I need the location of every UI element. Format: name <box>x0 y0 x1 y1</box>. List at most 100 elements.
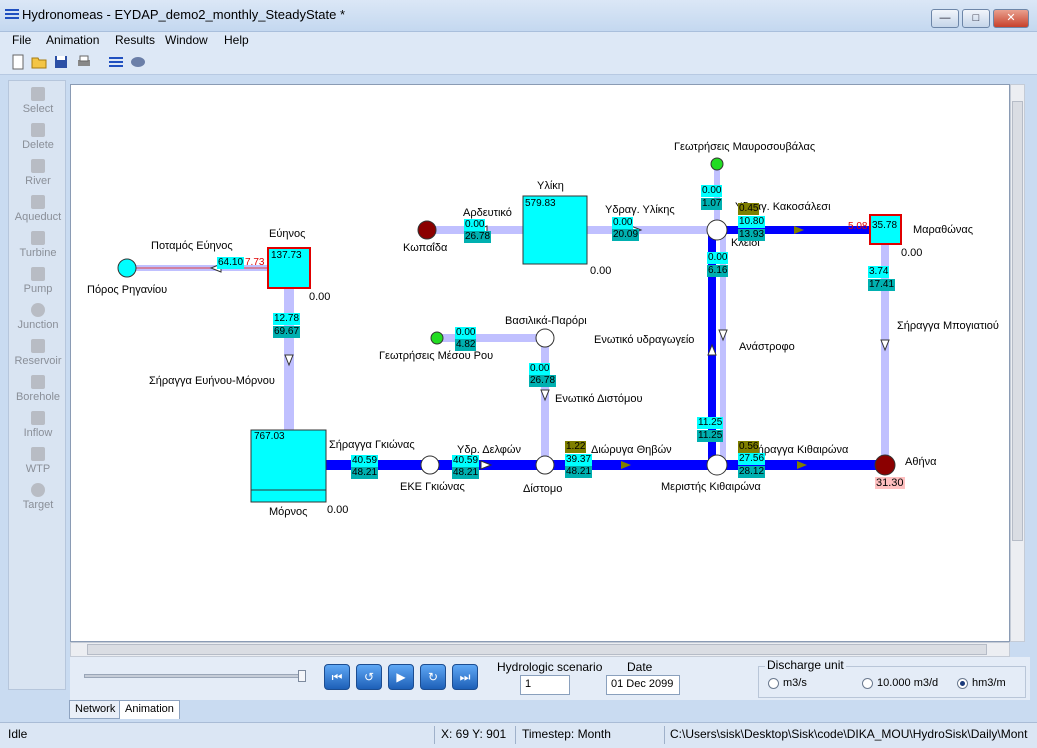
toolbar <box>0 50 1037 75</box>
play-button[interactable]: ▶ <box>388 664 414 690</box>
val-ydyl-a: 0.00 <box>612 217 634 229</box>
node-kleidi[interactable] <box>706 219 728 241</box>
brain-icon[interactable] <box>130 54 146 70</box>
first-button[interactable]: ⏮ <box>324 664 350 690</box>
val-mar-red: 5.08 <box>848 221 868 232</box>
vertical-scrollbar[interactable] <box>1010 84 1025 642</box>
minimize-button[interactable]: — <box>931 9 959 28</box>
node-meristis[interactable] <box>706 454 728 476</box>
val-distomo-b: 26.78 <box>529 375 557 387</box>
tool-palette: Select Delete River Aqueduct Turbine Pum… <box>8 80 66 690</box>
network-icon[interactable] <box>108 54 124 70</box>
date-input[interactable]: 01 Dec 2099 <box>606 675 680 695</box>
label-yliki: Υλίκη <box>537 180 564 192</box>
tool-junction[interactable]: Junction <box>9 299 67 335</box>
radio-m3s[interactable] <box>768 678 779 689</box>
val-mornos-store: 767.03 <box>253 431 286 443</box>
scenario-label: Hydrologic scenario <box>497 660 603 674</box>
label-marathonas: Μαραθώνας <box>913 224 974 236</box>
tool-inflow[interactable]: Inflow <box>9 407 67 443</box>
vertical-scroll-thumb[interactable] <box>1012 101 1023 541</box>
val-mar-spill: 0.00 <box>901 247 923 259</box>
tool-junction-label: Junction <box>17 319 59 331</box>
label-poros: Πόρος Ρηγανίου <box>87 284 168 296</box>
val-gkiona-a: 40.59 <box>351 455 379 467</box>
node-poros-riganiou[interactable] <box>117 258 137 278</box>
scenario-input[interactable]: 1 <box>520 675 570 695</box>
menu-animation[interactable]: Animation <box>46 33 100 47</box>
menu-file[interactable]: File <box>12 33 32 47</box>
borehole-icon <box>31 375 45 389</box>
val-mpog-b: 17.41 <box>868 279 896 291</box>
tool-aqueduct[interactable]: Aqueduct <box>9 191 67 227</box>
network-canvas[interactable]: Ποταμός Εύηνος Πόρος Ρηγανίου Εύηνος Σήρ… <box>70 84 1010 642</box>
tab-animation[interactable]: Animation <box>119 700 180 719</box>
radio-hm3m-dot <box>960 681 965 686</box>
arrow-evinou <box>284 354 294 367</box>
timeline-slider-handle[interactable] <box>298 670 306 682</box>
maximize-button[interactable]: □ <box>962 9 990 28</box>
node-vasilika[interactable] <box>535 328 555 348</box>
val-evinos-store: 137.73 <box>270 250 303 262</box>
horizontal-scrollbar[interactable] <box>70 642 1010 657</box>
horizontal-scroll-thumb[interactable] <box>87 644 987 655</box>
discharge-unit-label: Discharge unit <box>765 658 846 672</box>
play-icon: ▶ <box>396 670 406 684</box>
node-eke-gkionas[interactable] <box>420 455 440 475</box>
junction-icon <box>31 303 45 317</box>
label-geotriseis-mavro: Γεωτρήσεις Μαυροσουβάλας <box>674 141 816 153</box>
tool-aqueduct-label: Aqueduct <box>14 211 62 223</box>
open-folder-icon[interactable] <box>31 54 47 70</box>
val-mpog-a: 3.74 <box>868 266 890 278</box>
menu-window[interactable]: Window <box>165 33 208 47</box>
tool-delete[interactable]: Delete <box>9 119 67 155</box>
status-coords: X: 69 Y: 901 <box>441 727 507 741</box>
tool-target[interactable]: Target <box>9 479 67 515</box>
close-button[interactable]: ✕ <box>993 9 1029 28</box>
tool-turbine[interactable]: Turbine <box>9 227 67 263</box>
val-delfon-a: 40.59 <box>452 455 480 467</box>
radio-hm3m[interactable] <box>957 678 968 689</box>
status-separator <box>664 726 665 744</box>
status-timestep: Timestep: Month <box>522 727 611 741</box>
menu-results[interactable]: Results <box>115 33 156 47</box>
tool-river[interactable]: River <box>9 155 67 191</box>
timeline-slider[interactable] <box>84 674 306 678</box>
borehole-mavrosouvala[interactable] <box>710 157 724 171</box>
window-title: Hydronomeas - EYDAP_demo2_monthly_Steady… <box>22 7 346 22</box>
last-button[interactable]: ⏭ <box>452 664 478 690</box>
discharge-unit-group <box>758 666 1026 698</box>
node-distomo[interactable] <box>535 455 555 475</box>
val-mavro-b: 1.07 <box>701 198 723 210</box>
save-icon[interactable] <box>53 54 69 70</box>
app-icon <box>5 9 19 19</box>
val-mavro-a: 0.00 <box>701 185 723 197</box>
new-file-icon[interactable] <box>10 54 26 70</box>
tool-pump[interactable]: Pump <box>9 263 67 299</box>
menu-help[interactable]: Help <box>224 33 249 47</box>
print-icon[interactable] <box>76 54 92 70</box>
label-ydrag-ylikis: Υδραγ. Υλίκης <box>605 204 675 216</box>
radio-10000m3d[interactable] <box>862 678 873 689</box>
val-ana-a: 0.00 <box>707 252 729 264</box>
tool-reservoir[interactable]: Reservoir <box>9 335 67 371</box>
arrow-mpogiatiou <box>880 339 890 352</box>
tool-borehole[interactable]: Borehole <box>9 371 67 407</box>
tool-select[interactable]: Select <box>9 83 67 119</box>
label-entiko-distomou: Ενωτικό Διστόμου <box>555 393 643 405</box>
tool-wtp[interactable]: WTP <box>9 443 67 479</box>
tab-network[interactable]: Network <box>69 700 122 719</box>
back-button[interactable]: ↺ <box>356 664 382 690</box>
tool-inflow-label: Inflow <box>23 427 53 439</box>
target-athina[interactable] <box>874 454 896 476</box>
forward-button[interactable]: ↻ <box>420 664 446 690</box>
target-kopaida[interactable] <box>417 220 437 240</box>
val-riv-evinos-a: 64.10 <box>217 257 245 269</box>
val-riv-evinos-b: 7.73 <box>245 257 265 268</box>
arrow-kakosalesi <box>794 226 804 234</box>
label-athina: Αθήνα <box>905 456 937 468</box>
date-label: Date <box>627 660 653 674</box>
val-evinos-spill: 0.00 <box>309 291 331 303</box>
borehole-mesou-rou[interactable] <box>430 331 444 345</box>
val-dioryga-b: 48.21 <box>565 466 593 478</box>
